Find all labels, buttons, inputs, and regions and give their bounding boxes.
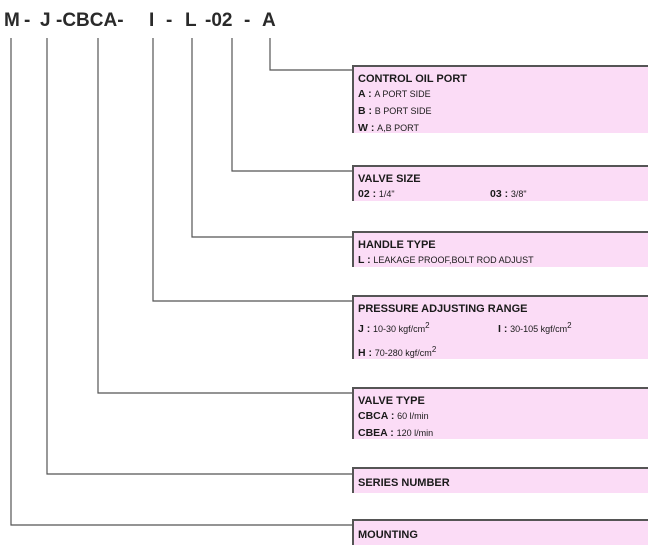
option-unit-sup: 2 — [567, 321, 572, 330]
pressure-range-title: PRESSURE ADJUSTING RANGE — [358, 303, 528, 315]
option-row: 02 : 1/4" 03 : 3/8" — [358, 186, 642, 203]
connector-control-oil-port — [269, 38, 352, 71]
handle-type-box: HANDLE TYPE L : LEAKAGE PROOF,BOLT ROD A… — [352, 231, 648, 267]
code-dash: - — [24, 10, 31, 31]
option-value: 1/4" — [378, 189, 395, 199]
option-row: H : 70-280 kgf/cm2 — [358, 340, 642, 364]
option-value: 30-105 kgf/cm — [510, 324, 568, 334]
option-key: CBCA : — [358, 410, 395, 422]
code-port: A — [262, 10, 276, 31]
option-key: J : — [358, 323, 371, 335]
option-key: A : — [358, 88, 372, 100]
option-value: B PORT SIDE — [374, 106, 432, 116]
option-key: B : — [358, 105, 372, 117]
model-code: M - J -CBCA- I - L -02 - A — [0, 0, 650, 40]
connector-valve-size — [231, 38, 352, 172]
pressure-range-box: PRESSURE ADJUSTING RANGE J : 10-30 kgf/c… — [352, 295, 648, 359]
code-mounting: M — [4, 10, 20, 31]
mounting-box: MOUNTING — [352, 519, 648, 545]
option-value: LEAKAGE PROOF,BOLT ROD ADJUST — [373, 255, 534, 265]
series-number-box: SERIES NUMBER — [352, 467, 648, 493]
valve-type-title: VALVE TYPE — [358, 395, 425, 407]
code-dash: - — [166, 10, 173, 31]
option-row: L : LEAKAGE PROOF,BOLT ROD ADJUST — [358, 252, 642, 269]
option-key: I : — [498, 323, 508, 335]
option-value: A,B PORT — [377, 123, 419, 133]
option-row: B : B PORT SIDE — [358, 103, 642, 120]
code-dash: - — [244, 10, 251, 31]
option-value: 60 l/min — [397, 411, 429, 421]
option-unit-sup: 2 — [425, 321, 430, 330]
option-row: CBEA : 120 l/min — [358, 425, 642, 442]
handle-type-title: HANDLE TYPE — [358, 239, 436, 251]
code-size: -02 — [205, 10, 233, 31]
option-key: W : — [358, 122, 375, 134]
option-key: L : — [358, 254, 371, 266]
option-key: H : — [358, 347, 372, 359]
option-value: 10-30 kgf/cm — [373, 324, 426, 334]
option-row: W : A,B PORT — [358, 120, 642, 137]
option-second: 03 : 3/8" — [490, 186, 527, 203]
option-key: 03 : — [490, 188, 509, 200]
code-valve-type: -CBCA- — [56, 10, 124, 31]
option-unit-sup: 2 — [431, 345, 437, 354]
connector-pressure-range — [152, 38, 352, 302]
connector-mounting — [10, 38, 352, 526]
connector-valve-type — [97, 38, 352, 394]
option-row: CBCA : 60 l/min — [358, 408, 642, 425]
control-oil-port-box: CONTROL OIL PORT A : A PORT SIDE B : B P… — [352, 65, 648, 134]
connector-series-number — [46, 38, 352, 475]
valve-size-title: VALVE SIZE — [358, 173, 421, 185]
code-series: J — [40, 10, 51, 31]
code-pressure: I — [149, 10, 155, 31]
option-row: A : A PORT SIDE — [358, 86, 642, 103]
mounting-title: MOUNTING — [358, 529, 418, 541]
option-key: CBEA : — [358, 427, 394, 439]
valve-type-box: VALVE TYPE CBCA : 60 l/min CBEA : 120 l/… — [352, 387, 648, 439]
series-number-title: SERIES NUMBER — [358, 477, 450, 489]
option-second: I : 30-105 kgf/cm2 — [498, 316, 572, 340]
option-value: 3/8" — [510, 189, 527, 199]
connector-handle-type — [191, 38, 352, 238]
code-handle: L — [185, 10, 197, 31]
option-row: J : 10-30 kgf/cm2 I : 30-105 kgf/cm2 — [358, 316, 642, 340]
option-value: 70-280 kgf/cm — [374, 348, 432, 358]
option-key: 02 : — [358, 188, 377, 200]
option-value: 120 l/min — [396, 428, 434, 438]
option-value: A PORT SIDE — [374, 89, 431, 99]
valve-size-box: VALVE SIZE 02 : 1/4" 03 : 3/8" — [352, 165, 648, 201]
control-oil-port-title: CONTROL OIL PORT — [358, 73, 467, 85]
